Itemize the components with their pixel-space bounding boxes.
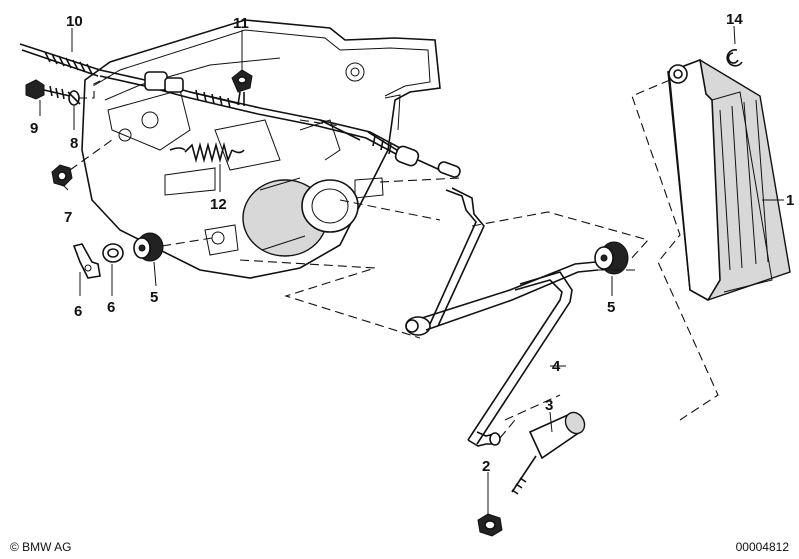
label-1: 1 <box>786 192 794 209</box>
bolt <box>25 79 71 100</box>
label-6: 6 <box>107 299 115 316</box>
clip <box>72 243 101 279</box>
throttle-cable <box>19 43 461 178</box>
return-spring <box>169 141 245 164</box>
label-5-right: 5 <box>607 299 615 316</box>
label-4: 4 <box>552 358 561 375</box>
stop-nut <box>477 513 503 537</box>
rubber-bush-left <box>133 232 164 262</box>
label-9: 8 <box>70 135 78 152</box>
label-12: 11 <box>233 15 249 32</box>
flat-washer <box>102 243 124 263</box>
label-3: 3 <box>545 397 553 414</box>
cable-spring-sleeve <box>44 51 93 75</box>
label-10: 9 <box>30 120 38 137</box>
label-11: 10 <box>66 13 83 30</box>
label-2: 2 <box>482 458 490 475</box>
pedal-stop <box>511 411 586 495</box>
label-5-left: 5 <box>150 289 158 306</box>
grommet <box>231 69 253 93</box>
label-14: 14 <box>726 11 743 28</box>
label-8: 7 <box>64 209 72 226</box>
leader-lines <box>39 25 784 516</box>
label-7: 6 <box>74 303 82 320</box>
hex-nut <box>51 164 73 187</box>
assembly-guide-lines <box>239 79 719 421</box>
copyright-notice: © BMW AG <box>10 540 72 554</box>
part-labels: 10 11 14 9 8 7 12 1 6 6 5 5 4 3 2 <box>30 11 794 475</box>
accelerator-pedal <box>667 58 791 302</box>
document-number: 00004812 <box>735 540 789 554</box>
pedal-lever <box>405 187 599 447</box>
label-13: 12 <box>210 196 227 213</box>
rubber-bush-right <box>594 241 629 275</box>
circlip <box>726 49 743 67</box>
